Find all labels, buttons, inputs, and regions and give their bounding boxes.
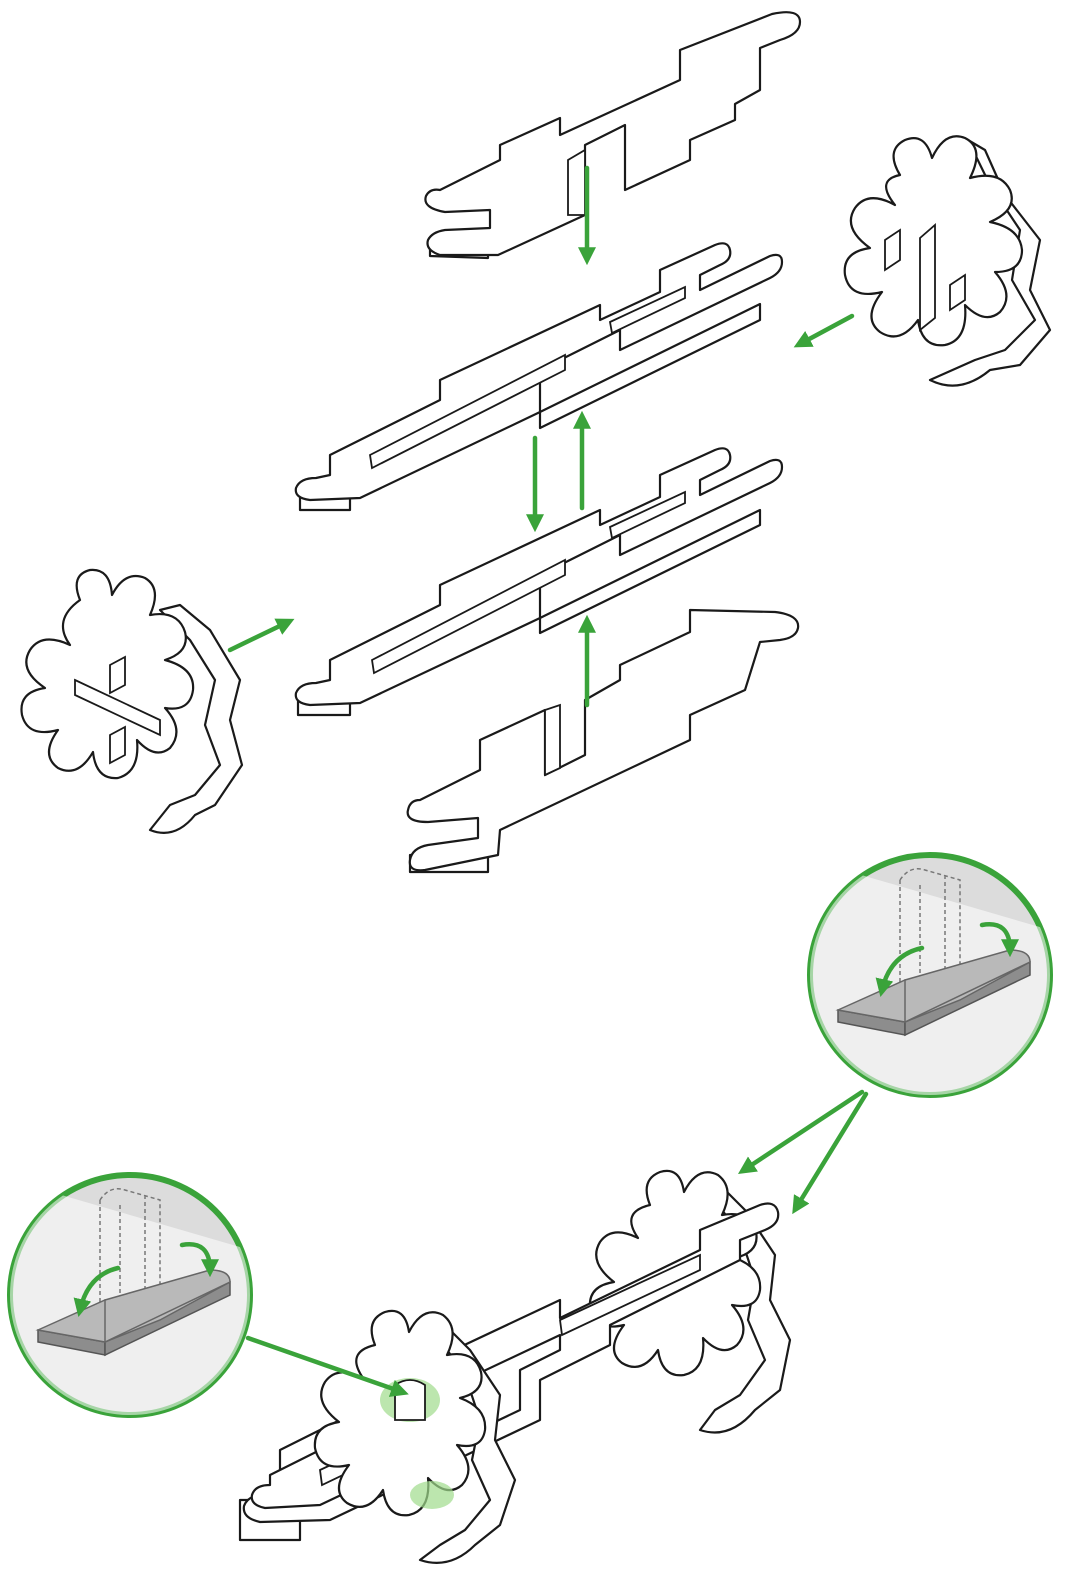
straight-arrow-icon: [230, 622, 288, 650]
assembled-unit: [240, 1171, 790, 1563]
top-fork-bar: [425, 12, 800, 258]
straight-arrow-icon: [800, 316, 852, 344]
right-gear: [845, 136, 1050, 385]
fold-tabs-callout-right: [810, 855, 1050, 1100]
fold-tabs-callout-left: [10, 1175, 250, 1420]
left-gear: [21, 570, 242, 833]
